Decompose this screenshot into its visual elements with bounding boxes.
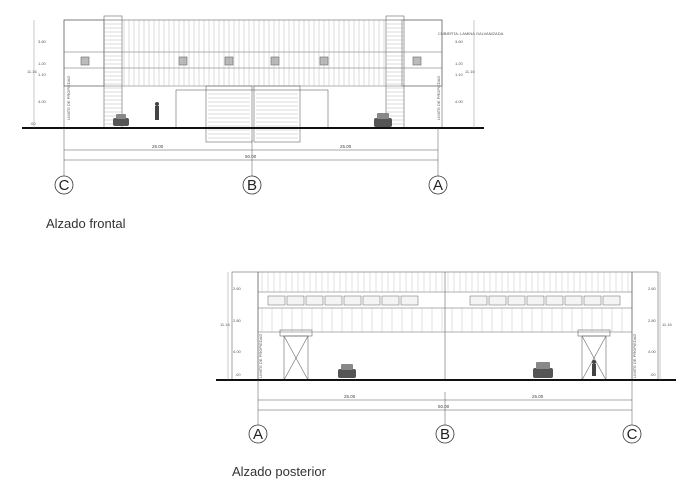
rear-window-panel — [488, 295, 507, 306]
front-property-line-label: LIMITE DE PROPIEDAD — [66, 76, 71, 120]
rear-window-panel — [602, 295, 621, 306]
axis-label: A — [253, 426, 263, 443]
axis-label: A — [433, 177, 443, 194]
front-partial-dimension: 25.00 — [152, 144, 164, 149]
front-elevation-caption: Alzado frontal — [46, 216, 126, 231]
front-window — [412, 56, 422, 66]
axis-label: C — [59, 177, 70, 194]
rear-window-panel — [526, 295, 545, 306]
rear-window-strips — [267, 295, 621, 306]
rear-axis-bubble: A — [248, 424, 268, 444]
rear-height-total-left: 11.16 — [220, 322, 230, 327]
rear-window-panel — [564, 295, 583, 306]
rear-person-figure — [592, 360, 596, 376]
rear-level-right: 2.60 — [648, 286, 657, 291]
front-property-line-label: LIMITE DE PROPIEDAD — [436, 76, 441, 120]
front-car-right — [374, 113, 392, 127]
rear-partial-dimension: 25.00 — [344, 394, 356, 399]
rear-axis-bubble: C — [622, 424, 642, 444]
rear-window-panel — [305, 295, 324, 306]
front-level-left: 1.10 — [38, 72, 47, 77]
front-window — [270, 56, 280, 66]
rear-level-left: 2.60 — [233, 286, 242, 291]
rear-level-left: 4.00 — [233, 349, 242, 354]
front-level-left: 1.20 — [38, 61, 47, 66]
front-level-right: 3.60 — [455, 39, 464, 44]
rear-window-panel — [545, 295, 564, 306]
axis-label: C — [627, 426, 638, 443]
rear-property-line-label: LIMITE DE PROPIEDAD — [632, 334, 637, 378]
front-ground-level: .00 — [30, 121, 36, 126]
front-height-total-right: 11.16 — [465, 69, 475, 74]
rear-property-line-label: LIMITE DE PROPIEDAD — [258, 334, 263, 378]
rear-car-right — [533, 362, 553, 378]
front-level-right: 1.20 — [455, 61, 464, 66]
front-note: CUBIERTA: LAMINA GALVANIZADA — [438, 31, 504, 36]
rear-car-left — [338, 364, 356, 378]
rear-dimension-lines — [257, 380, 633, 428]
front-height-total-left: 11.16 — [27, 69, 37, 74]
front-car-left — [113, 114, 129, 126]
front-window — [178, 56, 188, 66]
axis-label: B — [440, 426, 450, 443]
rear-ground-level: .00 — [235, 372, 241, 377]
rear-window-panel — [286, 295, 305, 306]
rear-window-panel — [469, 295, 488, 306]
front-level-left: 4.00 — [38, 99, 47, 104]
rear-right-lintel — [577, 329, 611, 337]
front-person-figure — [155, 102, 159, 120]
front-level-right: 4.00 — [455, 99, 464, 104]
rear-level-left: 2.80 — [233, 318, 242, 323]
rear-window-panel — [583, 295, 602, 306]
front-door-panel — [253, 85, 301, 143]
rear-window-panel — [362, 295, 381, 306]
rear-height-total-right: 11.16 — [662, 322, 672, 327]
rear-ground-level: .00 — [650, 372, 656, 377]
rear-level-right: 2.80 — [648, 318, 657, 323]
front-axis-bubble: C — [54, 175, 74, 195]
rear-window-panel — [507, 295, 526, 306]
axis-label: B — [247, 177, 257, 194]
front-level-right: 1.10 — [455, 72, 464, 77]
rear-window-panel — [400, 295, 419, 306]
front-axis-bubble: B — [242, 175, 262, 195]
front-overall-dimension: 50.00 — [245, 154, 257, 159]
rear-window-panel — [324, 295, 343, 306]
rear-partial-dimension: 25.00 — [532, 394, 544, 399]
rear-overall-dimension: 50.00 — [438, 404, 450, 409]
front-axis-bubble: A — [428, 175, 448, 195]
rear-axis-bubble: B — [435, 424, 455, 444]
rear-elevation-caption: Alzado posterior — [232, 464, 326, 479]
rear-window-panel — [267, 295, 286, 306]
rear-window-panel — [343, 295, 362, 306]
front-level-left: 3.60 — [38, 39, 47, 44]
rear-facade-ribbing — [261, 272, 629, 332]
rear-window-panel — [381, 295, 400, 306]
front-partial-dimension: 25.00 — [340, 144, 352, 149]
front-window — [80, 56, 90, 66]
front-building-outline — [63, 19, 443, 129]
front-dimension-lines — [63, 128, 439, 178]
rear-level-right: 4.00 — [648, 349, 657, 354]
front-facade-ribbing — [104, 19, 404, 139]
rear-left-lintel — [279, 329, 313, 337]
